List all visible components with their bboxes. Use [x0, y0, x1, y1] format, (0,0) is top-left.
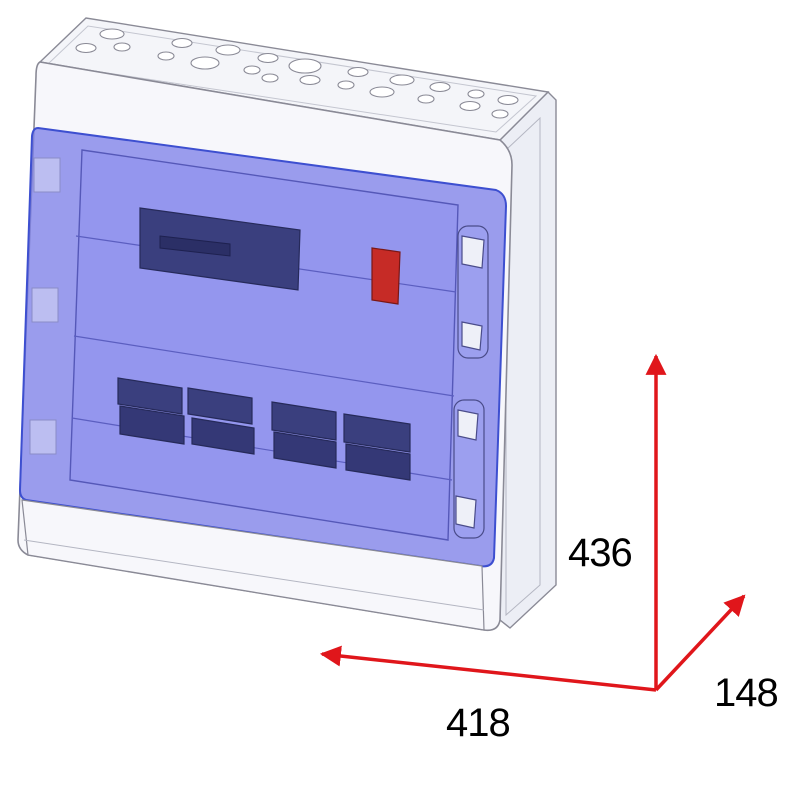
red-module: [371, 247, 401, 305]
breaker-2: [187, 387, 253, 425]
depth-dimension-label: 148: [714, 671, 778, 715]
breaker-1-lower: [119, 405, 185, 445]
width-dimension-label: 418: [446, 701, 510, 745]
breaker-modules: [117, 377, 411, 481]
cable-knockouts: [75, 28, 519, 119]
breaker-3: [271, 401, 337, 441]
height-dimension-label: 436: [568, 531, 632, 575]
door-latches: [453, 225, 489, 539]
breaker-2-lower: [191, 417, 255, 455]
distribution-box: [17, 17, 557, 632]
breaker-3-lower: [273, 431, 337, 469]
width-arrow: [319, 645, 657, 692]
breaker-4-lower: [345, 443, 411, 481]
dimension-arrows: [319, 353, 746, 692]
depth-arrow: [654, 594, 746, 692]
breaker-1: [117, 377, 183, 415]
door-hinges: [29, 157, 61, 455]
breaker-4: [343, 413, 411, 453]
